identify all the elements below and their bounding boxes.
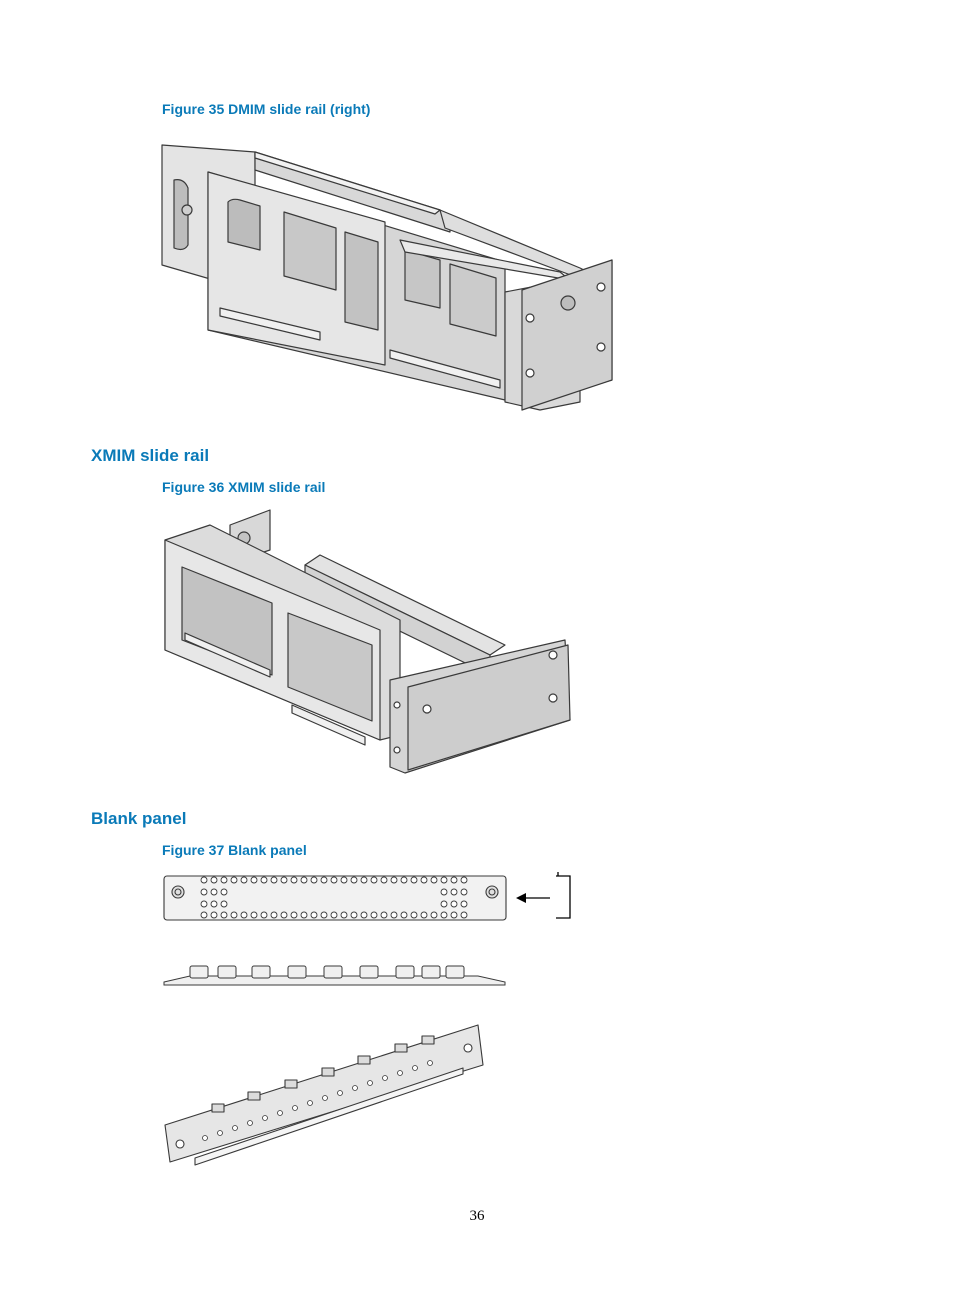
figure-35-caption: Figure 35 DMIM slide rail (right) [162,101,371,117]
blank-panel-front-view [163,872,571,921]
figure-37-caption: Figure 37 Blank panel [162,842,307,858]
figure-36-caption: Figure 36 XMIM slide rail [162,479,326,495]
blank-panel-top-view [163,965,506,986]
dmim-slide-rail-illustration [161,144,613,411]
section-heading-blank-panel: Blank panel [91,809,187,828]
page-number: 36 [469,1208,485,1224]
blank-panel-perspective-view [164,1024,484,1166]
xmim-slide-rail-illustration [164,509,571,774]
section-heading-xmim: XMIM slide rail [91,446,210,465]
